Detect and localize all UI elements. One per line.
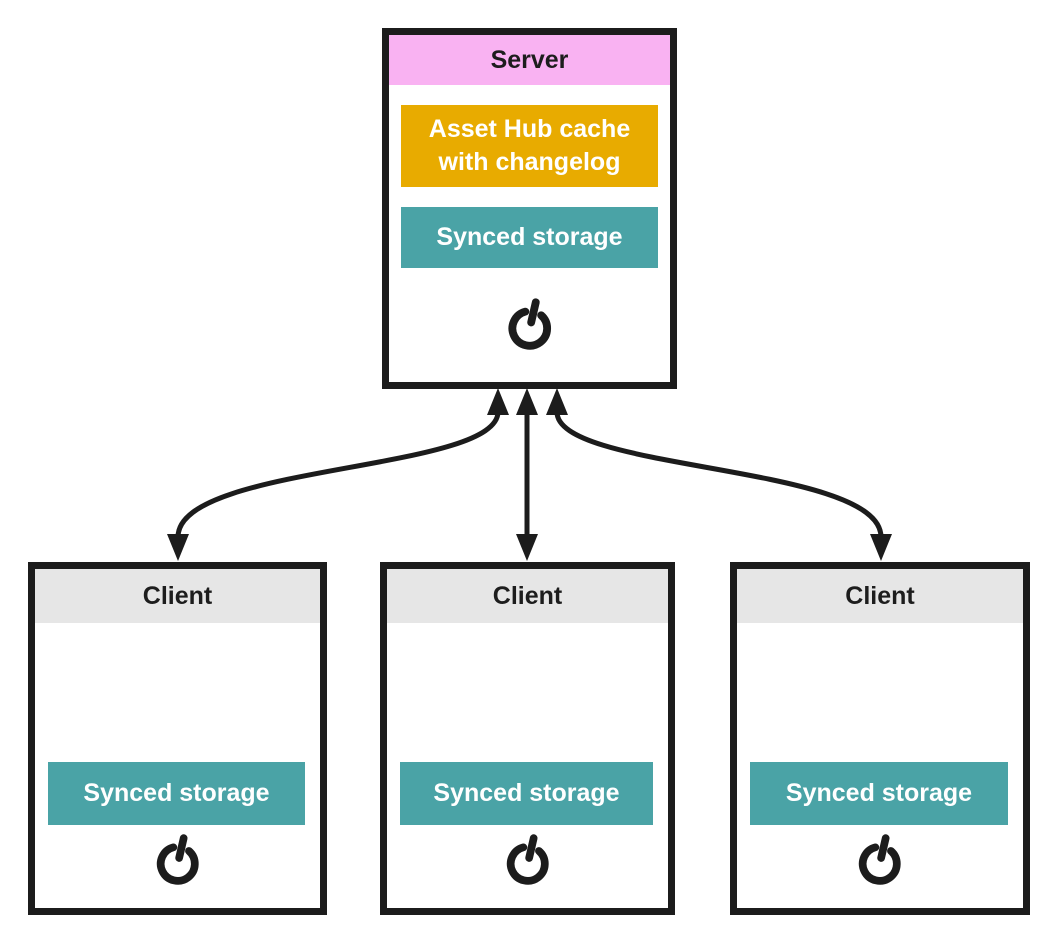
client-title: Client (35, 569, 320, 623)
client-title: Client (737, 569, 1023, 623)
arrow-server-client-1 (167, 388, 509, 561)
arrow-server-client-3 (546, 388, 892, 561)
power-icon (500, 832, 555, 887)
power-icon (853, 832, 908, 887)
power-icon (150, 832, 205, 887)
client-title: Client (387, 569, 668, 623)
client-synced-storage-box: Synced storage (750, 762, 1008, 825)
client-node-3: Client Synced storage (730, 562, 1030, 915)
power-icon (502, 296, 558, 352)
client-synced-storage-box: Synced storage (400, 762, 653, 825)
client-node-2: Client Synced storage (380, 562, 675, 915)
client-synced-storage-box: Synced storage (48, 762, 305, 825)
arrow-server-client-2 (516, 388, 538, 561)
server-title: Server (389, 35, 670, 85)
server-node: Server Asset Hub cache with changelog Sy… (382, 28, 677, 389)
asset-hub-cache-box: Asset Hub cache with changelog (401, 105, 658, 187)
client-node-1: Client Synced storage (28, 562, 327, 915)
server-synced-storage-box: Synced storage (401, 207, 658, 268)
